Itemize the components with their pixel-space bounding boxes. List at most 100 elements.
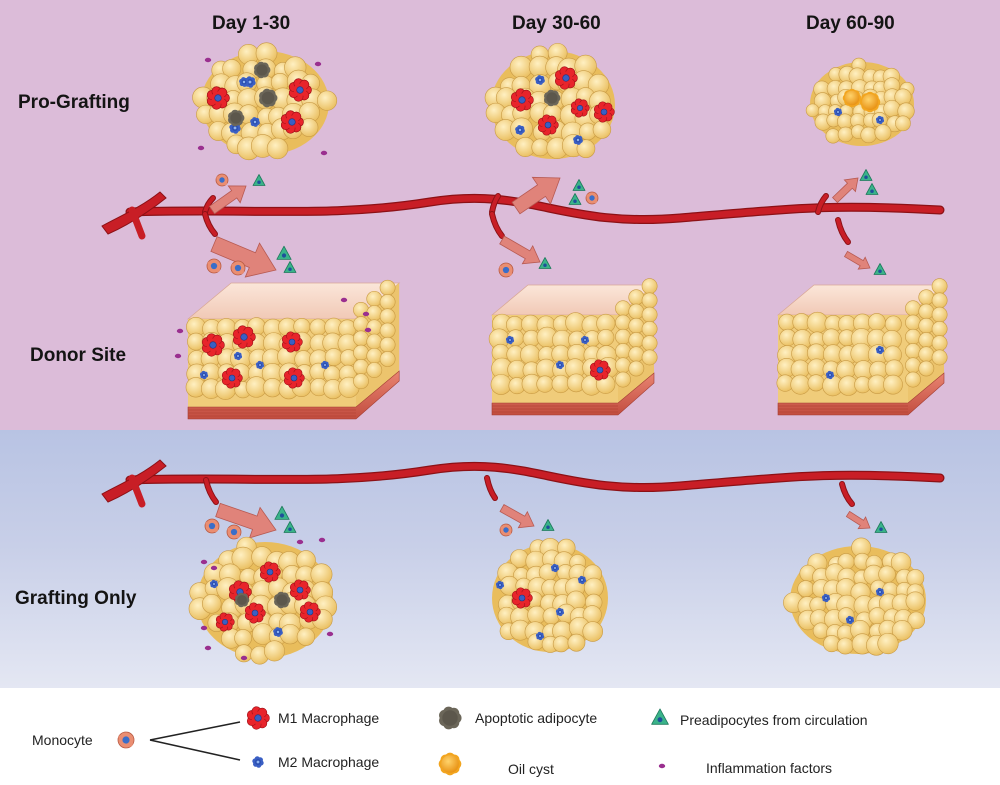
m1-macrophage: [283, 367, 305, 389]
arrow-to-graft-2: [511, 176, 561, 215]
monocyte: [499, 523, 513, 537]
inflammation-factor: [240, 655, 248, 661]
migration-arrows: [208, 176, 871, 539]
preadipocyte: [274, 505, 290, 520]
m2-macrophage: [875, 115, 885, 125]
legend-label-preadipocytes: Preadipocytes from circulation: [680, 712, 868, 728]
fat-grafts: [188, 42, 926, 665]
graft-only-day-60-90: [783, 537, 926, 656]
m1-macrophage: [299, 601, 321, 623]
preadipocyte: [873, 263, 887, 275]
arrow-to-graft-only-3: [845, 510, 871, 530]
legend-connector: [149, 739, 241, 761]
m1-macrophage: [281, 331, 303, 353]
preadipocyte: [572, 179, 586, 191]
donor-block-day-30-60: [488, 278, 658, 416]
m1-macrophage: [593, 101, 615, 123]
inflammation-factor: [176, 328, 184, 334]
row-label-grafting-only: Grafting Only: [15, 588, 137, 609]
arrow-to-graft-3: [832, 177, 859, 204]
preadipocyte: [874, 521, 888, 533]
m2-macrophage: [875, 587, 885, 597]
preadipocyte: [252, 174, 266, 186]
preadipocyte: [276, 245, 292, 260]
m2-macrophage: [199, 370, 209, 380]
m2-macrophage: [555, 360, 565, 370]
inflammation-factor-legend-icon: [658, 763, 666, 769]
legend-label-apoptotic: Apoptotic adipocyte: [475, 710, 598, 726]
apoptotic-adipocyte: [274, 591, 291, 609]
row-label-pro-grafting: Pro-Grafting: [18, 92, 130, 113]
inflammation-factor: [320, 150, 328, 156]
m2-macrophage: [255, 360, 265, 370]
m1-macrophage: [215, 612, 235, 632]
oil-cyst: [859, 91, 881, 113]
legend-label-m2: M2 Macrophage: [278, 754, 380, 770]
monocyte: [226, 524, 242, 540]
m1-macrophage: [232, 325, 256, 349]
arrow-to-donor-3: [843, 250, 871, 270]
graft-only-day-30-60: [492, 537, 608, 653]
inflammation-factor: [204, 57, 212, 63]
blood-vessel-grafting-only: [101, 459, 945, 508]
legend-label-oil-cyst: Oil cyst: [508, 761, 554, 777]
inflammation-factor: [200, 625, 208, 631]
m1-macrophage: [511, 587, 533, 609]
inflammation-factor: [364, 327, 372, 333]
m2-macrophage: [535, 631, 545, 641]
arrow-to-graft-only-2: [499, 503, 535, 529]
monocyte-legend-icon: [117, 731, 135, 749]
m1-macrophage: [510, 88, 534, 112]
apoptotic-adipocyte: [259, 88, 278, 108]
m2-macrophage: [555, 607, 565, 617]
inflammation-factor: [318, 537, 326, 543]
m1-macrophage: [537, 114, 559, 136]
m1-macrophage: [259, 561, 281, 583]
preadipocyte: [538, 257, 552, 269]
m2-macrophage: [320, 360, 330, 370]
inflammation-factor: [340, 297, 348, 303]
m2-macrophage: [845, 615, 855, 625]
m2-macrophage: [550, 563, 560, 573]
m2-macrophage: [495, 580, 505, 590]
m1-macrophage: [206, 86, 230, 110]
apoptotic-adipocyte: [544, 89, 561, 107]
apoptotic-adipocyte-legend-icon: [439, 706, 462, 730]
donor-block-day-60-90: [776, 278, 948, 416]
m1-macrophage: [554, 66, 578, 90]
donor-block-day-1-30: [185, 279, 401, 420]
inflammation-factor: [174, 353, 182, 359]
m2-macrophage: [250, 117, 260, 127]
m1-macrophage: [288, 78, 312, 102]
inflammation-factor: [326, 631, 334, 637]
monocyte: [215, 173, 229, 187]
inflammation-factor: [200, 559, 208, 565]
m1-macrophage: [570, 98, 590, 118]
graft-pro-grafting-day-1-30: [192, 42, 338, 161]
m2-macrophage: [825, 370, 835, 380]
m2-macrophage: [505, 335, 515, 345]
inflammation-factor: [362, 311, 370, 317]
donor-site-tissue-blocks: [185, 278, 948, 420]
legend-label-monocyte: Monocyte: [32, 732, 93, 748]
arrow-to-donor-1: [210, 236, 277, 278]
inflammation-factor: [210, 565, 218, 571]
graft-pro-grafting-day-60-90: [805, 57, 915, 146]
m1-macrophage: [221, 367, 243, 389]
blood-vessels: [101, 191, 945, 508]
apoptotic-adipocyte: [235, 592, 250, 608]
preadipocyte: [865, 183, 879, 195]
apoptotic-adipocyte: [228, 109, 245, 127]
m1-macrophage: [289, 579, 311, 601]
m1-macrophage-legend-icon: [246, 706, 270, 730]
arrow-to-donor-2: [499, 235, 541, 265]
day-label-2: Day 30-60: [512, 13, 601, 34]
inflammation-factor: [314, 61, 322, 67]
legend-connector: [149, 721, 241, 741]
graft-pro-grafting-day-30-60: [484, 43, 615, 159]
preadipocyte-legend-icon: [651, 708, 669, 725]
legend-icons: [117, 706, 669, 776]
m2-macrophage: [273, 627, 283, 637]
inflammation-factor: [197, 145, 205, 151]
